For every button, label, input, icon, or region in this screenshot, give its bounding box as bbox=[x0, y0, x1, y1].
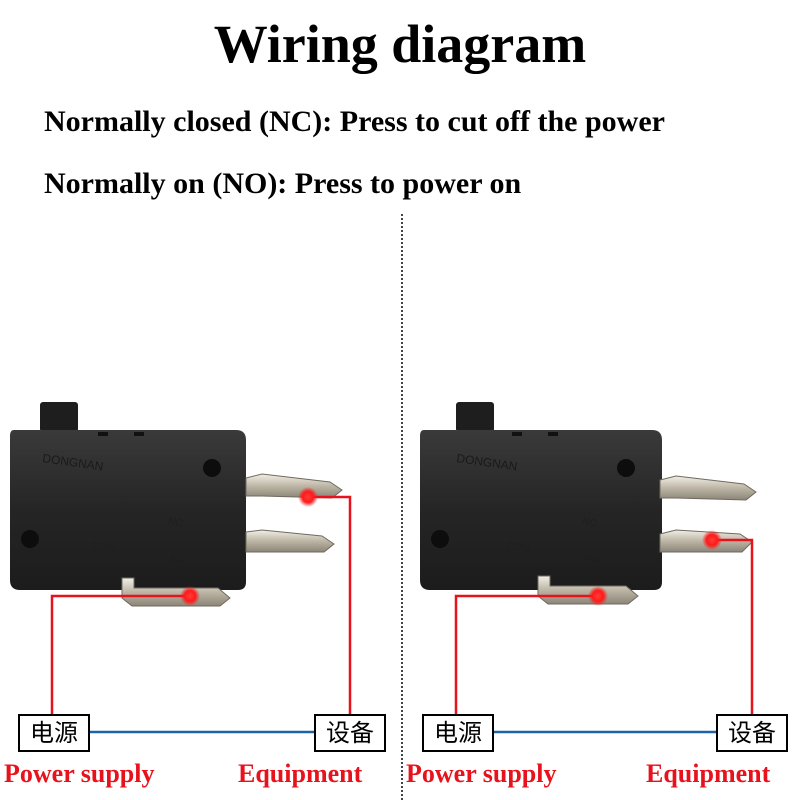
mount-hole bbox=[21, 530, 39, 548]
power-wire bbox=[50, 594, 190, 718]
nc-terminal bbox=[659, 475, 757, 501]
connection-dot bbox=[588, 586, 608, 606]
switch-body bbox=[10, 430, 246, 590]
switch-body bbox=[420, 430, 662, 590]
nc-mark: NC bbox=[581, 516, 597, 529]
equipment-caption: Equipment bbox=[646, 759, 771, 788]
equipment-wire bbox=[712, 538, 754, 718]
no-description: Normally on (NO): Press to power on bbox=[44, 167, 522, 200]
power-supply-caption: Power supply bbox=[406, 759, 557, 788]
power-supply-caption: Power supply bbox=[4, 759, 155, 788]
no-mark: NO bbox=[583, 552, 600, 565]
com-terminal bbox=[121, 577, 231, 607]
actuator-button bbox=[456, 402, 494, 432]
power-source-label: 电源 bbox=[18, 714, 90, 752]
nc-mark: NC bbox=[167, 516, 183, 529]
actuator-button bbox=[40, 402, 78, 432]
equipment-caption: Equipment bbox=[238, 759, 363, 788]
switch-right: DONGNAN NC COM NO bbox=[420, 402, 757, 734]
page-title: Wiring diagram bbox=[213, 14, 587, 74]
switch-left: DONGNAN NC COM NO bbox=[10, 402, 352, 734]
mount-hole bbox=[431, 530, 449, 548]
nc-description: Normally closed (NC): Press to cut off t… bbox=[44, 105, 665, 138]
power-source-label: 电源 bbox=[422, 714, 494, 752]
no-mark: NO bbox=[169, 552, 186, 565]
connection-dot bbox=[180, 586, 200, 606]
power-wire bbox=[454, 594, 598, 718]
connection-dot bbox=[702, 530, 722, 550]
com-mark: COM bbox=[505, 540, 530, 555]
panel-divider bbox=[401, 214, 403, 800]
mount-hole bbox=[203, 459, 221, 477]
com-mark: COM bbox=[91, 540, 116, 555]
equipment-label: 设备 bbox=[314, 714, 386, 752]
connection-dot bbox=[298, 487, 318, 507]
equipment-label: 设备 bbox=[716, 714, 788, 752]
no-terminal bbox=[245, 529, 335, 553]
nc-terminal bbox=[245, 473, 343, 499]
equipment-wire bbox=[308, 495, 352, 718]
mount-hole bbox=[617, 459, 635, 477]
